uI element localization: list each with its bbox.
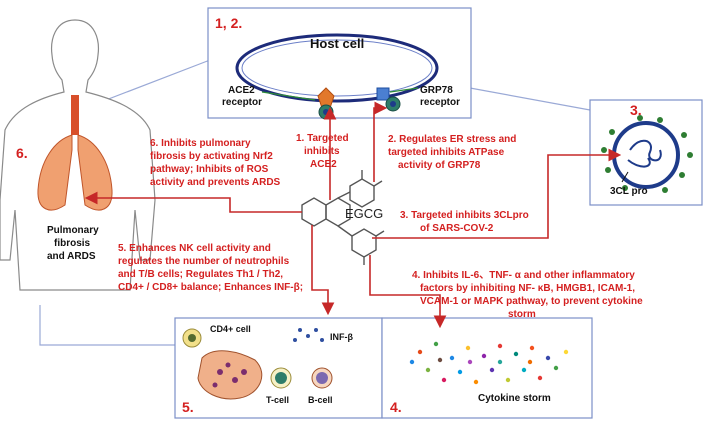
inf-beta-label: INF-β [330, 332, 353, 342]
pulmonary-label-2: fibrosis [54, 238, 91, 249]
step1-line2: inhibits [304, 146, 340, 157]
step-texts: 1. Targeted inhibits ACE2 2. Regulates E… [118, 133, 643, 320]
panel-immune-cells: 5. CD4+ cell INF-β T-cell B-cell [174, 317, 383, 419]
cytokine-storm-label: Cytokine storm [478, 393, 551, 404]
step1-line1: 1. Targeted [296, 133, 349, 144]
ace2-label-1: ACE2 [228, 85, 255, 96]
cd4-cell-label: CD4+ cell [210, 324, 251, 334]
arrow-lungs [84, 191, 302, 213]
grp78-label-2: receptor [420, 97, 460, 108]
step5-line3: and T/B cells; Regulates Th1 / Th2, [118, 269, 283, 280]
host-cell-label: Host cell [310, 36, 364, 51]
arrow-3clpro [372, 148, 622, 239]
step6-line2: fibrosis by activating Nrf2 [150, 151, 273, 162]
panel-virus: 3. 3CL pro [589, 99, 703, 206]
step6-line3: pathway; Inhibits of ROS [150, 164, 269, 175]
panel-number-4: 4. [390, 399, 402, 415]
egcg-label: EGCG [345, 206, 383, 221]
arrow-grp78 [373, 101, 388, 182]
cytokine-dots [409, 341, 569, 385]
panel-cytokine-storm: 4. Cytokine storm [381, 317, 593, 419]
panel-host-cell: 1, 2. Host cell ACE2 receptor GRP78 rece… [207, 7, 472, 120]
ace2-label-2: receptor [222, 97, 262, 108]
panel-number-1-2: 1, 2. [215, 15, 242, 31]
step6-line4: activity and prevents ARDS [150, 177, 281, 188]
t-cell-label: T-cell [266, 395, 289, 405]
b-cell-label: B-cell [308, 395, 333, 405]
step5-line4: CD4+ / CD8+ balance; Enhances INF-β; [118, 282, 303, 293]
step6-line1: 6. Inhibits pulmonary [150, 138, 251, 149]
step4-line1: 4. Inhibits IL-6、TNF- α and other inflam… [412, 270, 635, 281]
egcg-molecule [301, 170, 385, 265]
step2-line1: 2. Regulates ER stress and [388, 134, 516, 145]
panel-body-lungs: 6. Pulmonary fibrosis and ARDS [0, 19, 156, 291]
effect-arrows [84, 101, 622, 329]
left-lung-icon [37, 134, 73, 211]
right-lung-icon [77, 134, 113, 211]
step2-line2: targeted inhibits ATPase [388, 147, 505, 158]
human-body-outline [0, 19, 156, 291]
step3-line2: of SARS-COV-2 [420, 223, 494, 234]
pulmonary-label-1: Pulmonary [47, 225, 99, 236]
host-cell-membrane [235, 33, 439, 103]
step4-line3: VCAM-1 or MAPK pathway, to prevent cytok… [420, 296, 643, 307]
panel-number-6: 6. [16, 145, 28, 161]
pulmonary-label-3: and ARDS [47, 251, 96, 262]
trachea-icon [71, 95, 79, 135]
step5-line1: 5. Enhances NK cell activity and [118, 243, 271, 254]
arrow-cytokine [369, 255, 447, 329]
step2-line3: activity of GRP78 [398, 160, 481, 171]
step4-line4: storm [508, 309, 536, 320]
grp78-receptor-icon [376, 87, 390, 101]
panel-number-3: 3. [630, 102, 642, 118]
step3-line1: 3. Targeted inhibits 3CLpro [400, 210, 529, 221]
arrow-immune [311, 225, 335, 316]
step1-line3: ACE2 [310, 159, 337, 170]
panel-number-5: 5. [182, 399, 194, 415]
3cl-pro-label: 3CL pro [610, 186, 648, 197]
step5-line2: regulates the number of neutrophils [118, 256, 290, 267]
grp78-label-1: GRP78 [420, 85, 453, 96]
ace2-receptor-icon [317, 87, 335, 109]
step4-line2: factors by inhibiting NF- κB, HMGB1, ICA… [420, 283, 635, 294]
virus-envelope-icon [612, 121, 680, 189]
